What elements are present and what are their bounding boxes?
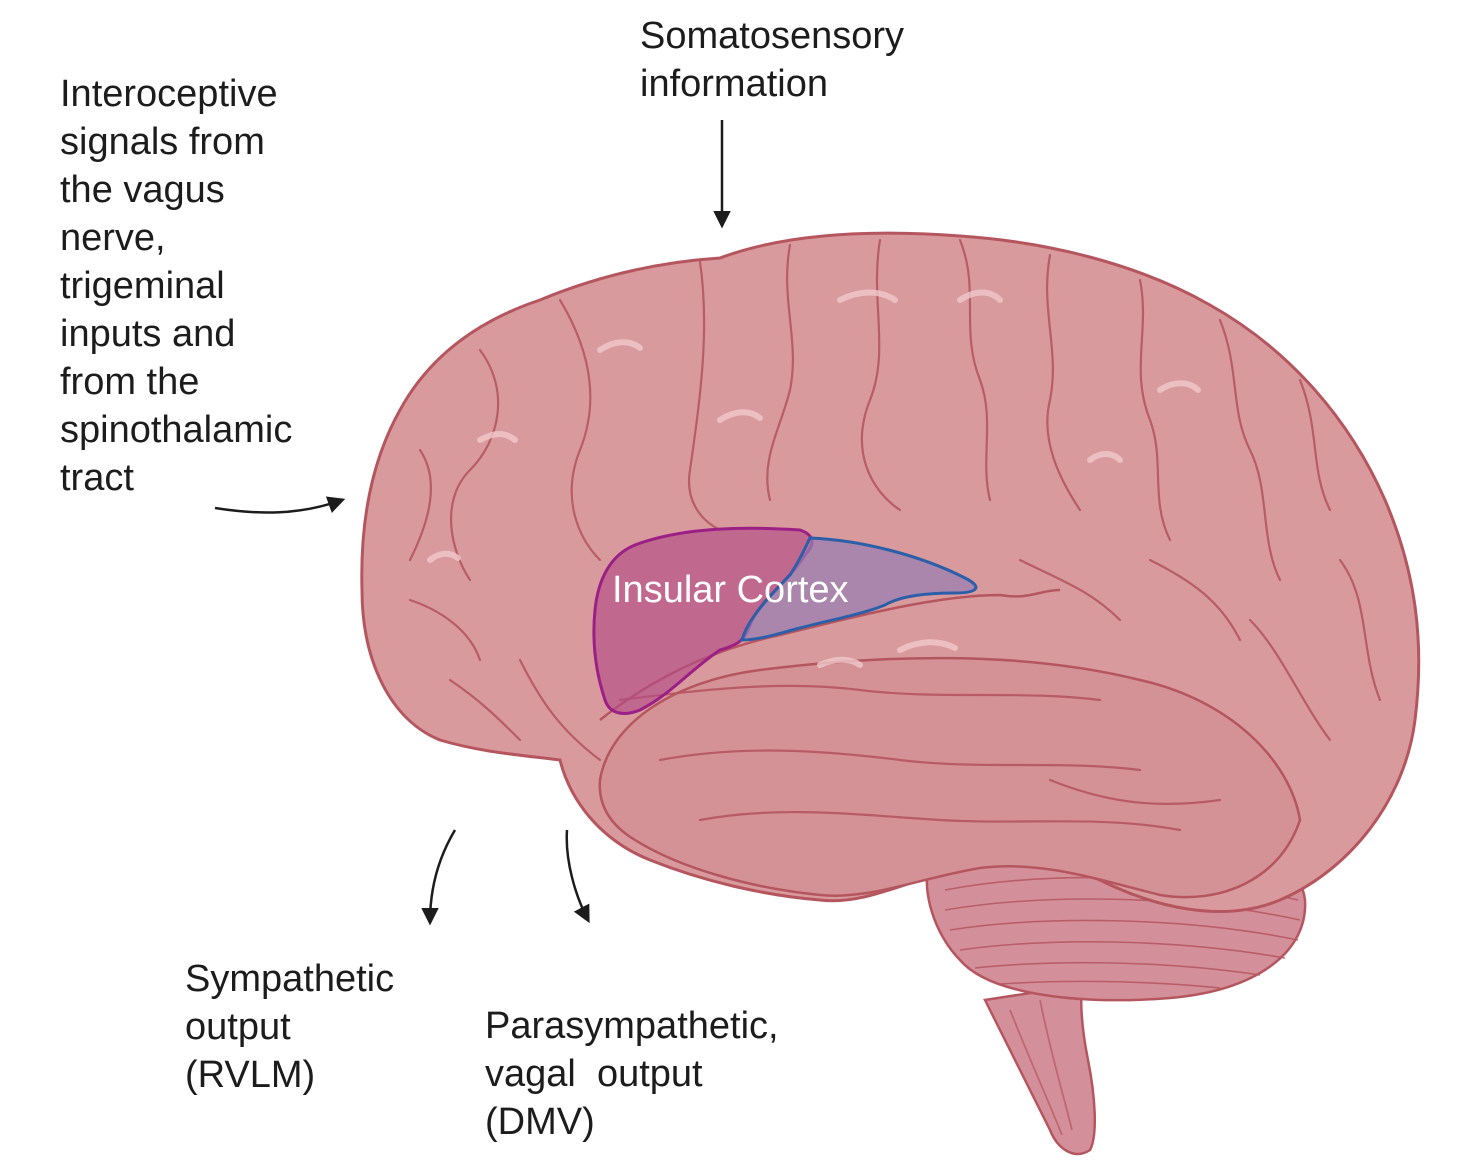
- somatosensory-label: Somatosensory information: [640, 15, 905, 105]
- parasympathetic-output-label: Parasympathetic, vagal output (DMV): [485, 1005, 779, 1143]
- insular-cortex-label: Insular Cortex: [612, 569, 849, 611]
- interoceptive-signals-label: Interoceptive signals from the vagus ner…: [60, 73, 293, 499]
- insular-cortex-anterior: [592, 526, 814, 715]
- arrow-icon: [565, 829, 590, 924]
- brain-highlights: [427, 289, 1201, 668]
- sympathetic-output-label: Sympathetic output (RVLM): [185, 958, 395, 1096]
- arrow-icon: [214, 496, 346, 514]
- brainstem: [983, 983, 1097, 1156]
- insular-cortex-posterior: [740, 536, 978, 642]
- arrow-icon: [421, 829, 457, 926]
- cortical-gyri: [408, 238, 1382, 832]
